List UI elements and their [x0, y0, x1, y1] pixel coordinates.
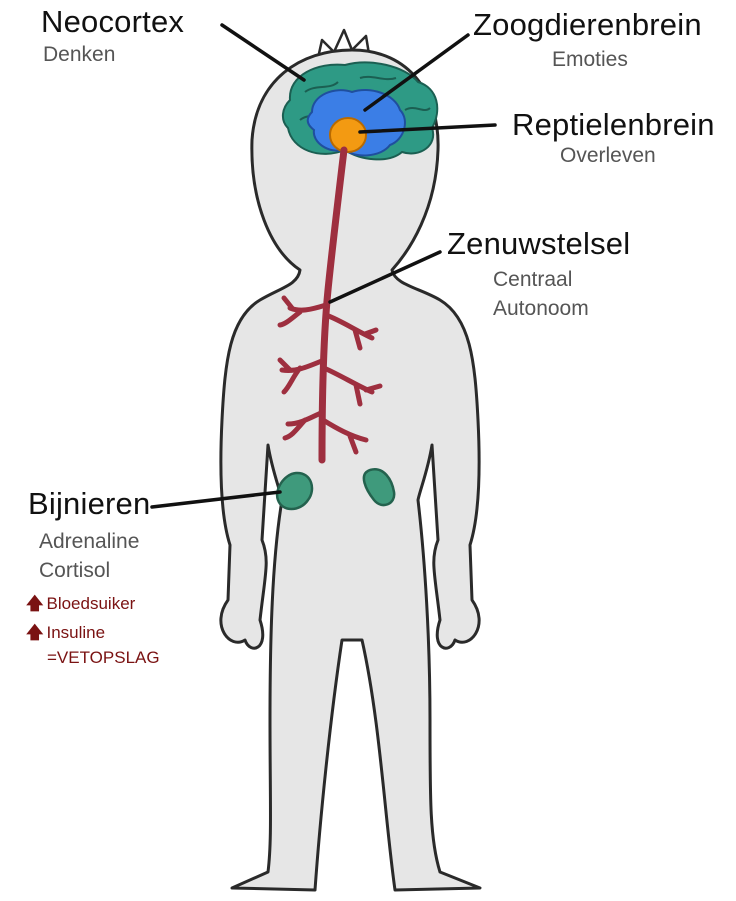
reptielenbrein-sublabel: Overleven [560, 144, 656, 168]
effect-insuline: 🡅Insuline [26, 620, 105, 649]
effect-bloedsuiker-text: Bloedsuiker [46, 594, 135, 613]
effect-insuline-text: Insuline [46, 623, 105, 642]
bijnieren-sublabel-adrenaline: Adrenaline [39, 530, 139, 554]
body-silhouette [221, 50, 480, 890]
bijnieren-sublabel-cortisol: Cortisol [39, 559, 110, 583]
zenuwstelsel-sublabel-autonomic: Autonoom [493, 297, 589, 321]
up-arrow-icon: 🡅 [26, 623, 43, 642]
result-vetopslag: =VETOPSLAG [47, 648, 160, 668]
zoogdierenbrein-label: Zoogdierenbrein [473, 7, 702, 43]
neocortex-label: Neocortex [41, 4, 184, 40]
effect-bloedsuiker: 🡅Bloedsuiker [26, 591, 135, 620]
neocortex-sublabel: Denken [43, 43, 115, 67]
zenuwstelsel-sublabel-central: Centraal [493, 268, 572, 292]
zenuwstelsel-label: Zenuwstelsel [447, 226, 630, 262]
up-arrow-icon: 🡅 [26, 594, 43, 613]
reptile-brain-shape [330, 118, 366, 152]
bijnieren-label: Bijnieren [28, 486, 150, 522]
zoogdierenbrein-sublabel: Emoties [552, 48, 628, 72]
reptielenbrein-label: Reptielenbrein [512, 107, 715, 143]
